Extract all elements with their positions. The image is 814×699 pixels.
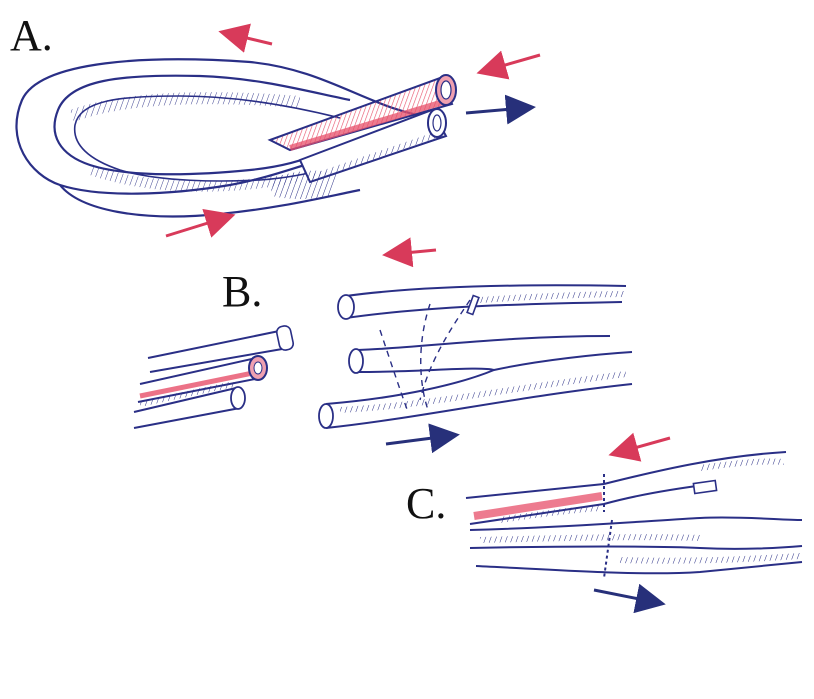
panel-b-right-bottom	[326, 352, 632, 428]
panel-c-label: C.	[406, 482, 446, 526]
panel-a-label: A.	[10, 14, 53, 58]
panel-c-arrow-top-red	[620, 438, 670, 452]
panel-c-arrow-bottom-blue	[594, 590, 654, 602]
panel-c-clip	[693, 481, 716, 494]
panel-b-arrow-top-red	[394, 250, 436, 254]
panel-a-loop-shading-bottom	[90, 165, 300, 192]
panel-b-label: B.	[222, 270, 262, 314]
panel-b-drawing	[134, 250, 632, 444]
panel-c-suture-bottom	[604, 520, 612, 578]
panel-a-arrow-right-red	[488, 55, 540, 70]
panel-a-junction-shading	[270, 171, 340, 199]
panel-a-arrow-bottom-red	[166, 218, 224, 236]
panel-a-arrow-right-blue	[466, 108, 524, 113]
panel-b-right-mid	[358, 336, 610, 372]
panel-b-arrow-bottom-blue	[386, 436, 448, 444]
panel-a-drawing	[16, 34, 540, 236]
panel-c-drawing	[466, 438, 802, 602]
panel-c-vein-lower	[470, 517, 802, 573]
panel-a-arrow-top-red	[230, 34, 272, 44]
panel-a-loop-shading	[70, 92, 300, 122]
panel-b-clip	[467, 296, 479, 315]
